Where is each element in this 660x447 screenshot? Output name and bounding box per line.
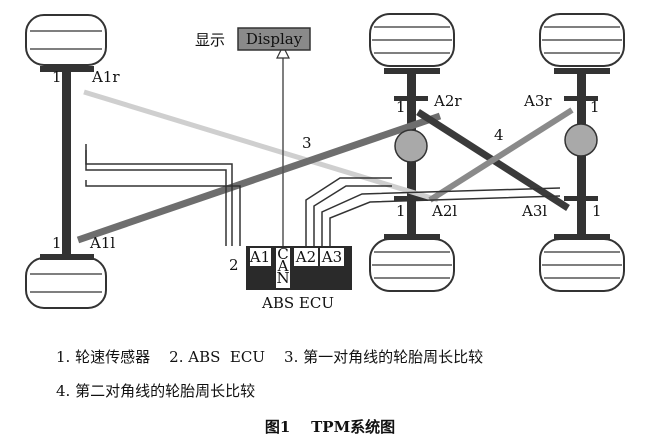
diagonal-3-dark [76, 112, 442, 244]
axle-cap [554, 234, 610, 240]
tire-front-left-bottom [25, 257, 107, 309]
can-letter: A [277, 257, 289, 275]
tire-mid-bottom [369, 238, 455, 292]
sensor-label-a3l: A3l [521, 202, 547, 220]
ecu-port-label: A1 [249, 248, 270, 266]
caption-line-2: 4. 第二对角线的轮胎周长比较 [56, 382, 255, 400]
diagonal-label-3: 3 [302, 134, 312, 152]
sensor-number: 1 [396, 202, 406, 220]
display-box [237, 27, 311, 51]
ecu-number: 2 [229, 256, 239, 274]
diagonal-3-light [83, 89, 439, 203]
sensor-ring [394, 196, 428, 201]
diagonal-label-4: 4 [494, 126, 504, 144]
can-letter: C [277, 245, 288, 263]
axle-cap [384, 68, 440, 74]
figure-title: 图1 TPM系统图 [265, 418, 395, 436]
sensor-number: 1 [396, 98, 406, 116]
sensor-label-a1r: A1r [91, 68, 120, 86]
display-box-label: Display [246, 30, 303, 48]
sensor-wires [85, 144, 561, 246]
tire-mid-top [369, 13, 455, 67]
axle-cap [40, 66, 94, 72]
differential-hub-mid [394, 129, 428, 163]
tire-right-top [539, 13, 625, 67]
sensor-label-a1l: A1l [89, 234, 115, 252]
ecu-port-a1 [250, 248, 271, 266]
axle-cap [40, 254, 94, 260]
sensor-ring [394, 96, 428, 101]
sensor-ring [564, 96, 598, 101]
tire-front-left-top [25, 14, 107, 66]
display-side-label: 显示 [195, 31, 225, 49]
differential-hub-right [564, 123, 598, 157]
sensor-label-a2l: A2l [431, 202, 457, 220]
sensor-number: 1 [592, 202, 602, 220]
sensor-number: 1 [52, 68, 62, 86]
arrow-up-icon [276, 44, 290, 59]
sensor-label-a2r: A2r [433, 92, 462, 110]
sensor-number: 1 [52, 234, 62, 252]
axle-cap [384, 234, 440, 240]
ecu-port-label: A3 [321, 248, 342, 266]
sensor-number: 1 [590, 98, 600, 116]
can-letter: N [276, 269, 289, 287]
caption-line-1: 1. 轮速传感器 2. ABS ECU 3. 第一对角线的轮胎周长比较 [56, 348, 483, 366]
ecu-port-a3 [320, 248, 344, 266]
ecu-port-a2 [294, 248, 318, 266]
axle-cap [554, 68, 610, 74]
diagonal-4-grey [428, 107, 574, 203]
sensor-ring [564, 196, 598, 201]
sensor-label-a3r: A3r [523, 92, 552, 110]
ecu-name: ABS ECU [261, 294, 334, 312]
tire-right-bottom [539, 238, 625, 292]
axle-left [62, 66, 71, 258]
ecu-can-port [276, 248, 290, 288]
ecu-port-label: A2 [295, 248, 316, 266]
